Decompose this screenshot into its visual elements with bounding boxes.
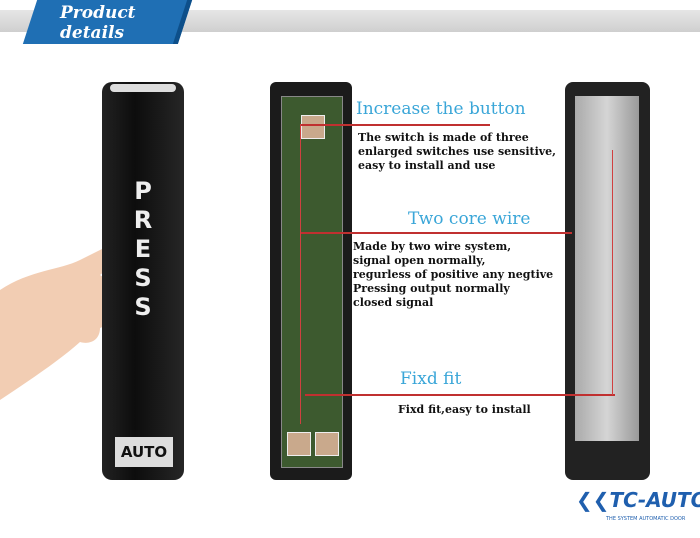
feature-desc: Fixd fit,easy to install	[398, 403, 531, 416]
brand-tagline: THE SYSTEM AUTOMATIC DOOR	[606, 516, 686, 522]
title-line-1: Product	[60, 3, 136, 23]
push-button-pcb	[270, 82, 352, 480]
brand-logo: ❮❮TC-AUTO	[576, 488, 700, 512]
hand-illustration	[0, 233, 141, 400]
feature-title: Increase the button	[356, 99, 526, 119]
title-line-2: details	[60, 23, 125, 43]
auto-label: AUTO	[115, 437, 173, 467]
feature-title: Fixd fit	[400, 369, 462, 389]
feature-desc: Made by two wire system,signal open norm…	[353, 240, 554, 309]
push-button-back	[565, 82, 650, 480]
feature-title: Two core wire	[408, 209, 531, 229]
